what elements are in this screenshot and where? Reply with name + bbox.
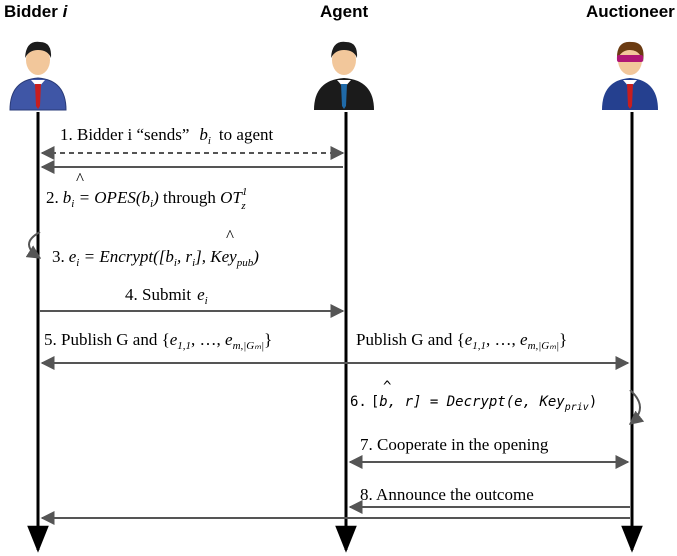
actor-label-bidder: Bidder i (4, 2, 69, 21)
step-3-label: 3.ei = Encrypt([bi, ri], Keypub) (52, 247, 259, 269)
step-2-hat: ^ (76, 169, 84, 188)
step-7-label: 7. Cooperate in the opening (360, 435, 549, 454)
agent-person-icon (314, 41, 374, 110)
step-8-label: 8. Announce the outcome (360, 485, 534, 504)
step-5-right-label: Publish G and {e1,1, …, em,|Gₘ|} (356, 330, 567, 352)
actor-label-auctioneer: Auctioneer (586, 2, 675, 21)
step-5-label: 5. Publish G and {e1,1, …, em,|Gₘ|} (44, 330, 272, 352)
step-6-self-arrow (628, 389, 645, 425)
actor-label-agent: Agent (320, 2, 369, 21)
auctioneer-person-icon (602, 41, 658, 110)
step-3-hat: ^ (226, 226, 234, 245)
step-6-label: 6.[b, r] = Decrypt(e, Keypriv) (350, 394, 597, 413)
step-3-self-arrow (25, 231, 42, 259)
bidder-person-icon (9, 41, 67, 111)
step-6-hat: ^ (383, 379, 391, 395)
